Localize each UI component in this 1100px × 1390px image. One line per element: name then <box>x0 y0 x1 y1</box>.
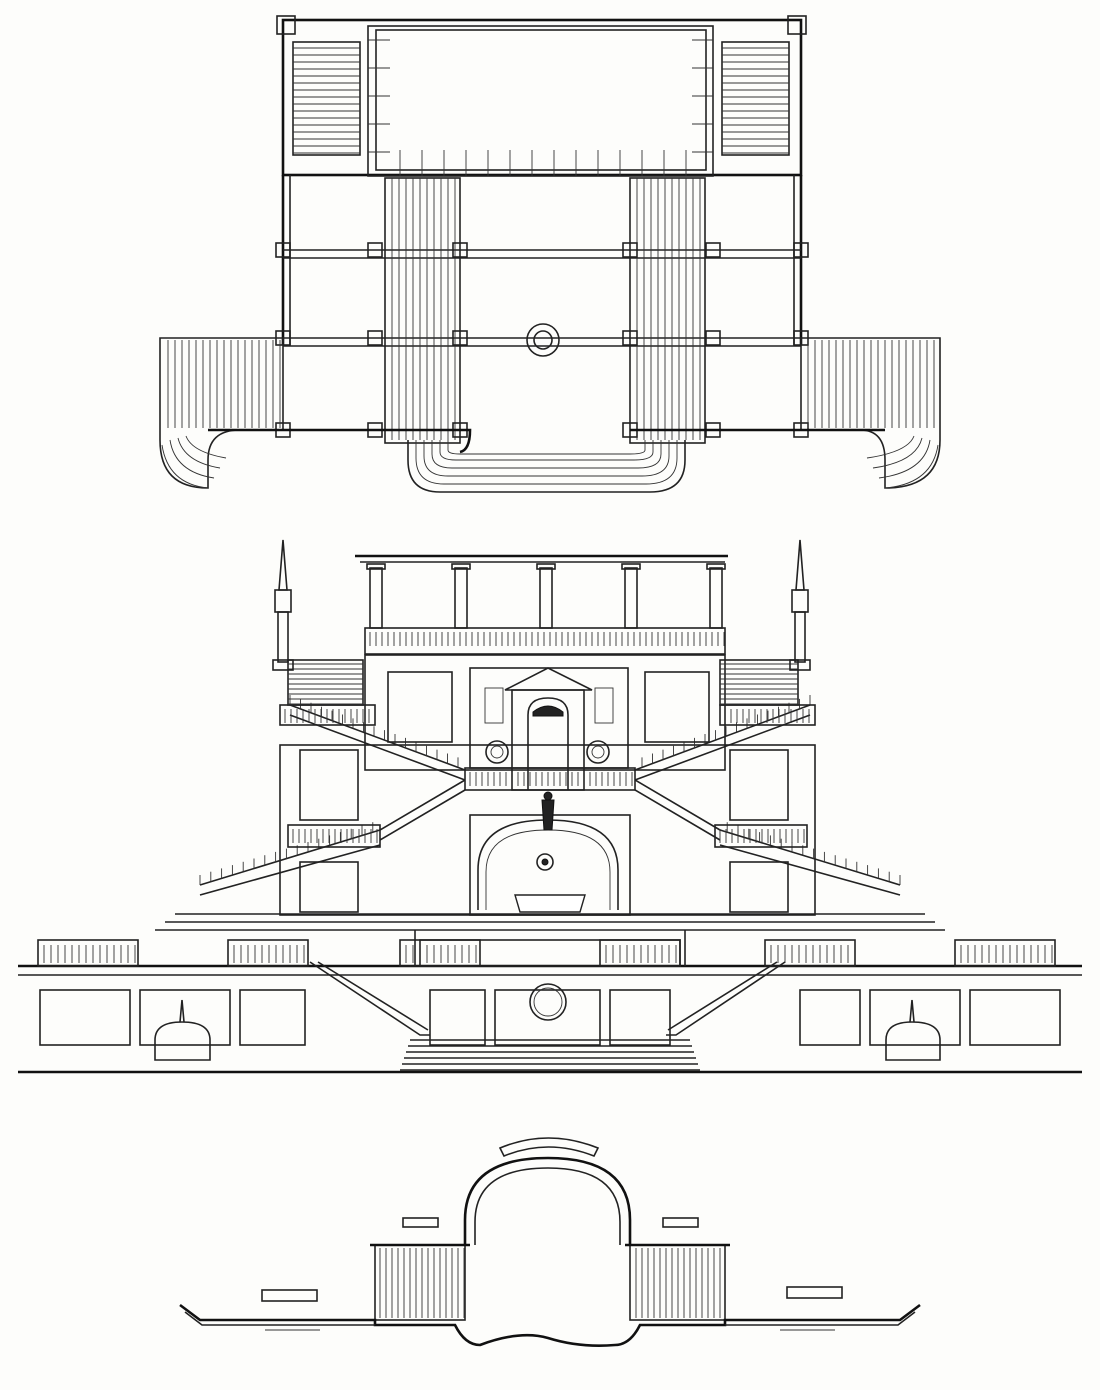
ground-left-stair <box>374 1244 466 1321</box>
central-medallion <box>529 983 567 1021</box>
upper-floor-plan <box>159 15 941 493</box>
right-basin <box>885 999 941 1061</box>
terrace-piers <box>275 242 809 438</box>
central-curved-stair <box>407 440 686 493</box>
lower-right-stair <box>800 337 941 489</box>
central-fountain <box>526 323 560 357</box>
ground-floor-plan <box>179 1137 921 1347</box>
plan-marker <box>261 1289 318 1302</box>
curved-marker <box>498 1137 600 1158</box>
lower-diagonal-stairs <box>309 961 786 1036</box>
terrace-line-1 <box>283 249 801 259</box>
central-aedicule <box>485 667 610 831</box>
plan-marker <box>402 1217 439 1228</box>
lower-left-stair <box>159 337 284 489</box>
ground-right-stair <box>629 1244 726 1321</box>
front-elevation <box>18 539 1082 1074</box>
left-obelisk <box>272 539 294 671</box>
top-loggia <box>355 554 728 655</box>
corner-pier <box>787 15 807 35</box>
plan-marker <box>786 1286 843 1299</box>
terrace-line-2 <box>283 337 801 347</box>
middle-terrace <box>155 913 945 967</box>
ground-terrace-wall <box>179 1303 921 1347</box>
entrance-steps <box>400 1039 700 1071</box>
right-obelisk <box>789 539 811 671</box>
central-apse <box>463 1156 632 1245</box>
corner-pier <box>276 15 296 35</box>
base-balustrades <box>37 939 1056 967</box>
center-left-stair <box>384 177 461 444</box>
upper-court-outline <box>281 18 803 177</box>
side-stair-blocks <box>287 659 799 706</box>
plan-marker <box>662 1217 699 1228</box>
base-wall <box>18 964 1082 1046</box>
upper-court-inner <box>367 25 714 177</box>
court-balustrade <box>368 39 713 176</box>
center-right-stair <box>629 177 706 444</box>
left-basin <box>154 999 211 1061</box>
upper-court-void <box>375 29 707 171</box>
upper-left-stair <box>292 41 361 156</box>
upper-right-stair <box>721 41 790 156</box>
main-block-upper <box>364 654 726 771</box>
